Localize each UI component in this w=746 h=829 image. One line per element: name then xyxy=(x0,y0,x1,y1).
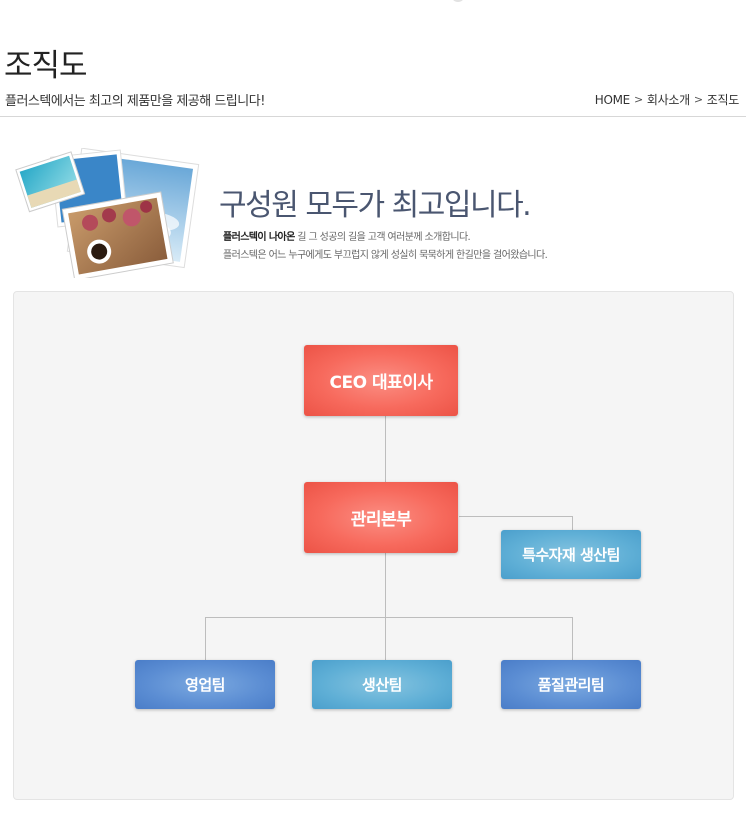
connector-ceo-management xyxy=(385,416,386,483)
intro-highlight: 플러스텍이 나아온 xyxy=(223,232,295,243)
banner-intro-line1: 플러스텍이 나아온 길 그 성공의 길을 고객 여러분께 소개합니다. xyxy=(223,228,471,243)
banner-intro-line2: 플러스텍은 어느 누구에게도 부끄럽지 않게 성실히 묵묵하게 한길만을 걸어왔… xyxy=(223,250,548,261)
connector-management-special xyxy=(459,516,573,517)
intro-text: 길 그 성공의 길을 고객 여러분께 소개합니다. xyxy=(294,232,471,243)
org-node-management: 관리본부 xyxy=(304,482,458,553)
connector-sales-drop xyxy=(205,617,206,661)
top-decoration xyxy=(451,0,465,2)
header-divider xyxy=(0,116,746,117)
breadcrumb-company[interactable]: 회사소개 xyxy=(646,93,690,107)
org-node-production: 생산팀 xyxy=(312,660,452,709)
connector-quality-drop xyxy=(572,617,573,661)
breadcrumb-home[interactable]: HOME xyxy=(594,92,631,107)
breadcrumb-current: 조직도 xyxy=(706,93,740,107)
org-node-special-materials: 특수자재 생산팀 xyxy=(501,530,641,579)
breadcrumb: HOME > 회사소개 > 조직도 xyxy=(594,91,740,108)
chevron-right-icon: > xyxy=(693,93,703,106)
connector-special-drop xyxy=(572,516,573,531)
banner-headline: 구성원 모두가 최고입니다. xyxy=(219,188,532,223)
photos-illustration xyxy=(15,148,200,278)
connector-management-teams xyxy=(385,553,386,661)
page-subtitle: 플러스텍에서는 최고의 제품만을 제공해 드립니다! xyxy=(5,94,265,109)
chevron-right-icon: > xyxy=(633,93,643,106)
org-chart-panel: CEO 대표이사 관리본부 특수자재 생산팀 영업팀 생산팀 품질관리팀 xyxy=(13,291,734,800)
page-title: 조직도 xyxy=(4,48,88,84)
org-node-sales: 영업팀 xyxy=(135,660,275,709)
org-node-ceo: CEO 대표이사 xyxy=(304,345,458,416)
connector-teams-horizontal xyxy=(205,617,573,618)
org-node-quality: 품질관리팀 xyxy=(501,660,641,709)
